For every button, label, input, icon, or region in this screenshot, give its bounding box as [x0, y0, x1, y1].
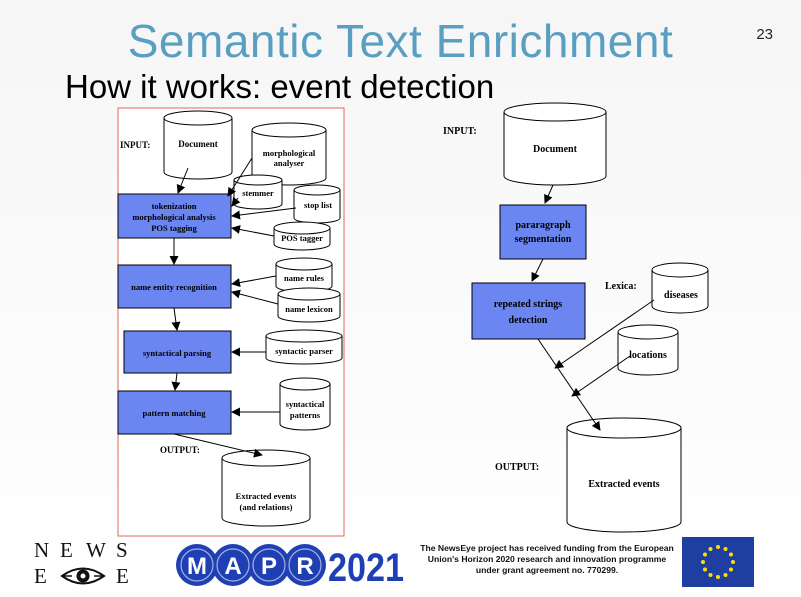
slide-title: Semantic Text Enrichment [127, 15, 674, 67]
right-output-label: OUTPUT: [495, 462, 539, 473]
newseye-letter-e3: E [116, 564, 129, 588]
stemmer-label: stemmer [242, 188, 274, 198]
mapr-letter-p: P [261, 553, 277, 580]
left-document-cylinder: Document [163, 110, 233, 180]
pattern-matching-label: pattern matching [142, 408, 206, 418]
right-output-label: Extracted events [588, 479, 659, 490]
repeated-strings-label-1: repeated strings [494, 299, 563, 310]
tokenization-label-1: tokenization [152, 201, 197, 211]
right-document-cylinder: Document [503, 102, 607, 186]
tokenization-label-2: morphological analysis [132, 212, 216, 222]
mapr-circle-r [284, 544, 326, 586]
right-diagram-arrows [531, 184, 655, 431]
syntactical-parsing-label: syntactical parsing [143, 348, 212, 358]
tokenization-label-3: POS tagging [151, 223, 197, 233]
syntactical-patterns-cylinder: syntactical patterns [279, 377, 331, 431]
eu-flag [682, 537, 754, 587]
stop-list-cylinder: stop list [293, 184, 341, 224]
lexica-label: Lexica: [605, 281, 637, 292]
morphological-analyser-label-2: analyser [274, 158, 305, 168]
syntactic-parser-cylinder: syntactic parser [265, 329, 343, 365]
pattern-matching-step-box: pattern matching [117, 390, 232, 435]
mapr-year: 2021 [328, 546, 404, 587]
name-lexicon-cylinder: name lexicon [277, 287, 341, 323]
funding-statement: The NewsEye project has received funding… [420, 543, 674, 575]
newseye-eye-icon [60, 567, 106, 585]
mapr-circle-p [248, 544, 290, 586]
paragraph-segmentation-label-1: pararagraph [516, 220, 571, 231]
newseye-letter-e: E [60, 538, 73, 562]
left-output-label: OUTPUT: [160, 445, 200, 455]
slide-number: 23 [756, 26, 773, 43]
left-output-label-2: (and relations) [240, 502, 293, 512]
stemmer-cylinder: stemmer [233, 174, 283, 210]
left-document-label: Document [178, 139, 218, 149]
diseases-cylinder: diseases [651, 262, 709, 314]
paragraph-segmentation-step-box: pararagraph segmentation [499, 204, 587, 260]
left-output-cylinder: Extracted events (and relations) [221, 449, 311, 527]
pos-tagger-cylinder: POS tagger [273, 221, 331, 251]
slide-subtitle: How it works: event detection [65, 68, 495, 105]
name-lexicon-label: name lexicon [285, 304, 333, 314]
mapr-2021-logo: M A P R 2021 [176, 544, 404, 587]
diseases-label: diseases [664, 290, 698, 301]
newseye-letter-n: N [34, 538, 50, 562]
mapr-circle-a [212, 544, 254, 586]
name-rules-label: name rules [284, 273, 325, 283]
right-output-cylinder: Extracted events [566, 417, 682, 533]
newseye-letter-w: W [86, 538, 106, 562]
left-input-label: INPUT: [120, 140, 150, 150]
newseye-letter-e2: E [34, 564, 47, 588]
morphological-analyser-label-1: morphological [263, 148, 316, 158]
mapr-letter-a: A [224, 553, 241, 580]
left-diagram-arrows [169, 157, 297, 458]
syntactical-parsing-step-box: syntactical parsing [123, 330, 232, 374]
tokenization-step-box: tokenization morphological analysis POS … [117, 193, 232, 239]
locations-label: locations [629, 350, 667, 361]
ner-label: name entity recognition [131, 282, 217, 292]
right-document-label: Document [533, 144, 578, 155]
syntactical-patterns-label-2: patterns [290, 410, 321, 420]
newseye-letter-s: S [116, 538, 128, 562]
mapr-letter-m: M [187, 553, 207, 580]
locations-cylinder: locations [617, 324, 679, 376]
repeated-strings-label-2: detection [509, 315, 548, 326]
mapr-circle-m [176, 544, 218, 586]
mapr-letter-r: R [296, 553, 313, 580]
pos-tagger-label: POS tagger [281, 233, 323, 243]
left-output-label-1: Extracted events [236, 491, 297, 501]
ner-step-box: name entity recognition [117, 264, 232, 309]
paragraph-segmentation-label-2: segmentation [515, 234, 572, 245]
syntactical-patterns-label-1: syntactical [286, 399, 325, 409]
newseye-logo: N E W S E E [30, 538, 132, 590]
right-input-label: INPUT: [443, 126, 477, 137]
syntactic-parser-label: syntactic parser [275, 346, 333, 356]
repeated-strings-step-box: repeated strings detection [471, 282, 586, 340]
name-rules-cylinder: name rules [275, 257, 333, 293]
stop-list-label: stop list [304, 200, 332, 210]
eu-stars-icon [701, 545, 735, 579]
